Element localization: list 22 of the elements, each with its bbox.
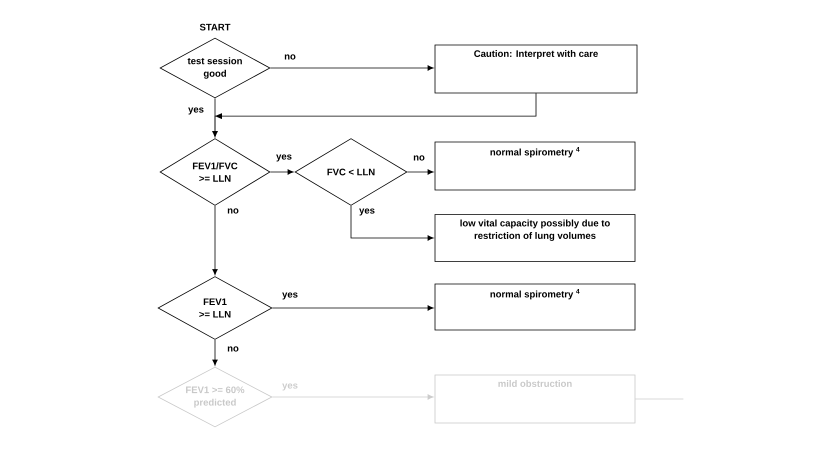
edge-label: no bbox=[283, 53, 297, 61]
arrow bbox=[212, 340, 218, 366]
process-box: low vital capacity possibly due to restriction of lung volumes bbox=[434, 214, 636, 262]
edge-label: yes bbox=[281, 291, 299, 301]
arrow bbox=[407, 169, 434, 175]
edge-label: yes bbox=[187, 106, 205, 116]
edge-label: yes bbox=[275, 153, 293, 163]
arrow bbox=[272, 394, 434, 400]
arrow bbox=[270, 65, 434, 71]
process-box: Caution: Interpret with care bbox=[434, 44, 638, 94]
edge-label: no bbox=[412, 154, 426, 162]
heading: START bbox=[200, 24, 230, 30]
edge-label: no bbox=[226, 207, 240, 215]
edge-label: no bbox=[226, 345, 240, 353]
arrow bbox=[212, 206, 218, 276]
edge-label: yes bbox=[358, 207, 376, 217]
arrow bbox=[350, 206, 434, 241]
process-box: normal spirometry $^{4}$ bbox=[434, 142, 636, 190]
arrow bbox=[270, 169, 294, 175]
arrow bbox=[212, 98, 218, 138]
process-box: normal spirometry $^{4}$ bbox=[434, 284, 636, 330]
arrow bbox=[272, 305, 434, 311]
